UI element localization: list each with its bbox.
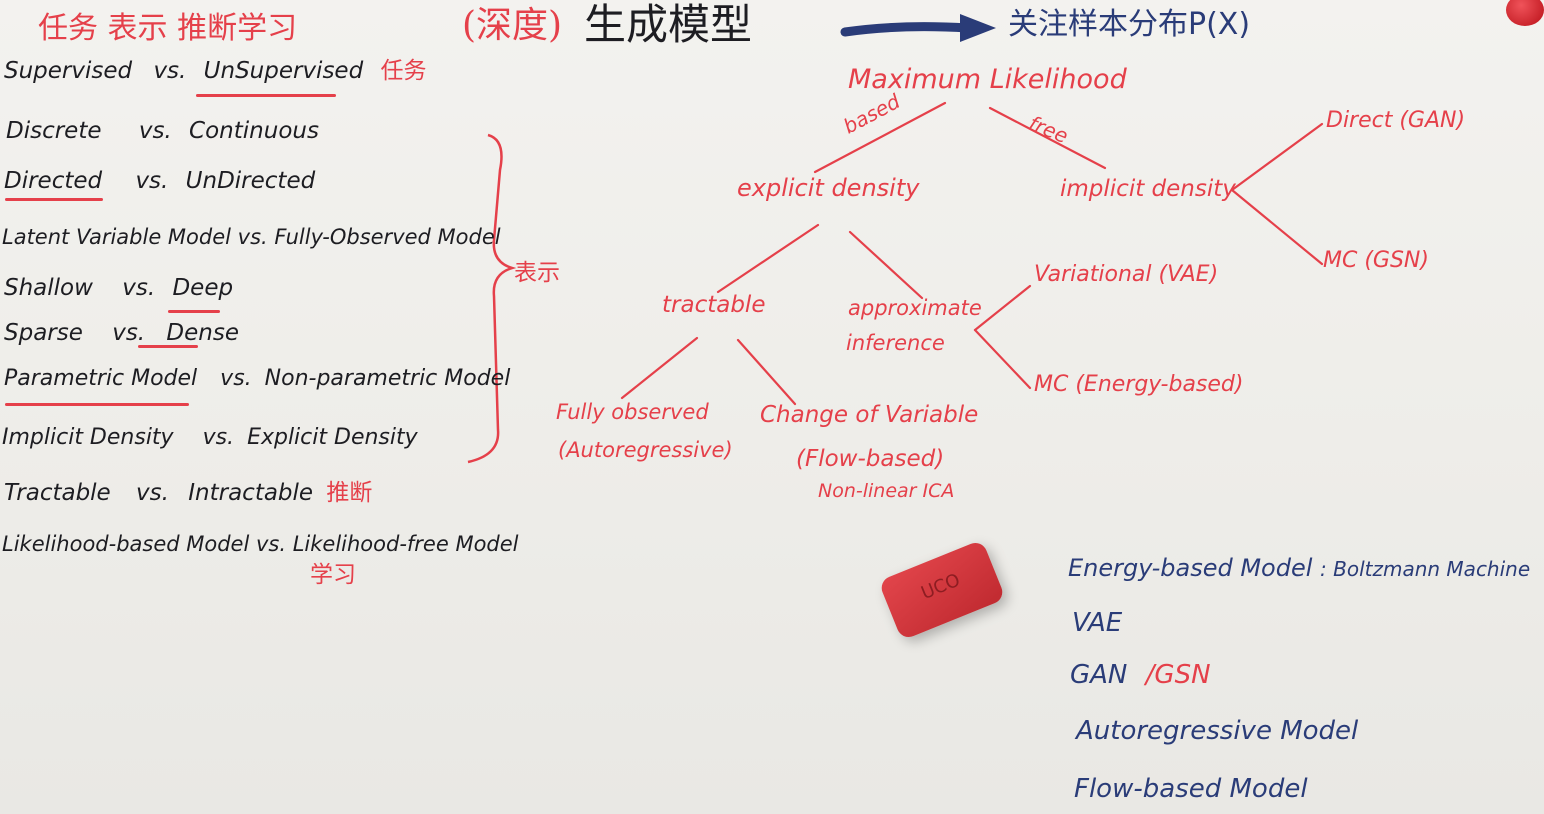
- model-vae: VAE: [1072, 608, 1123, 638]
- node-explicit: explicit density: [737, 174, 920, 202]
- parametric-text: Parametric Model: [4, 366, 198, 391]
- model-flow: Flow-based Model: [1074, 774, 1308, 804]
- tag-learning: 学习: [310, 562, 356, 588]
- header-left-title: 任务 表示 推断学习: [38, 11, 298, 46]
- vs-text: vs.: [136, 480, 169, 506]
- vs-text: vs.: [202, 425, 235, 450]
- shallow-text: Shallow: [4, 275, 93, 301]
- intractable-text: Intractable: [188, 480, 314, 506]
- underline: [5, 198, 103, 201]
- header-focus: 关注样本分布P(X): [1008, 7, 1251, 42]
- model-energy: Energy-based Model : Boltzmann Machine: [1068, 556, 1530, 580]
- underline: [138, 345, 198, 348]
- row-discrete: Discrete vs. Continuous: [6, 120, 319, 143]
- node-tractable: tractable: [662, 292, 766, 318]
- row-latent: Latent Variable Model vs. Fully-Observed…: [2, 225, 501, 249]
- energy-text: Energy-based Model: [1068, 554, 1313, 582]
- eraser-label: UCO: [918, 569, 964, 604]
- boltzmann-text: : Boltzmann Machine: [1320, 557, 1531, 581]
- row-parametric: Parametric Model vs. Non-parametric Mode…: [4, 368, 510, 390]
- unsupervised-text: UnSupervised: [203, 58, 364, 84]
- vs-text: vs.: [220, 366, 252, 391]
- supervised-text: Supervised: [4, 58, 133, 84]
- nonparametric-text: Non-parametric Model: [264, 366, 511, 391]
- node-nonlinear-ica: Non-linear ICA: [818, 480, 955, 502]
- undirected-text: UnDirected: [185, 168, 316, 194]
- node-inference: inference: [846, 331, 945, 355]
- tag-inference: 推断: [326, 480, 373, 506]
- vs-text: vs.: [135, 168, 169, 194]
- row-sparse: Sparse vs. Dense: [4, 322, 239, 345]
- row-tractable: Tractable vs. Intractable 推断: [4, 482, 372, 505]
- dense-text: Dense: [166, 320, 239, 346]
- node-autoregressive: (Autoregressive): [558, 438, 733, 462]
- header-prefix: (深度): [462, 5, 563, 46]
- tractable-text: Tractable: [4, 480, 111, 506]
- vs-text: vs.: [138, 118, 172, 144]
- node-implicit: implicit density: [1060, 176, 1236, 202]
- node-change-variable: Change of Variable: [760, 402, 979, 428]
- implicit-text: Implicit Density: [2, 425, 174, 450]
- row-directed: Directed vs. UnDirected: [4, 170, 315, 193]
- node-mc-energy: MC (Energy-based): [1034, 372, 1244, 397]
- vs-text: vs.: [153, 58, 187, 84]
- row-shallow: Shallow vs. Deep: [4, 277, 233, 300]
- brace-label: 表示: [514, 260, 560, 286]
- model-gan: GAN /GSN: [1070, 662, 1211, 688]
- underline: [5, 403, 189, 406]
- tag-task: 任务: [380, 58, 427, 84]
- directed-text: Directed: [4, 168, 103, 194]
- underline: [196, 94, 336, 97]
- node-direct-gan: Direct (GAN): [1326, 108, 1466, 133]
- discrete-text: Discrete: [6, 118, 102, 144]
- node-flow-based: (Flow-based): [796, 446, 945, 472]
- model-autoregressive: Autoregressive Model: [1076, 716, 1359, 746]
- vs-text: vs.: [112, 320, 146, 346]
- node-approximate: approximate: [848, 296, 982, 320]
- node-fully-observed: Fully observed: [556, 400, 709, 424]
- sparse-text: Sparse: [4, 320, 83, 346]
- header-title: 生成模型: [584, 0, 753, 49]
- row-supervised: Supervised vs. UnSupervised 任务: [4, 60, 427, 83]
- continuous-text: Continuous: [189, 118, 319, 144]
- magnet: [1506, 0, 1544, 26]
- row-likelihood: Likelihood-based Model vs. Likelihood-fr…: [2, 532, 519, 556]
- gsn-text: /GSN: [1145, 660, 1211, 690]
- gan-text: GAN: [1070, 660, 1128, 690]
- node-mc-gsn: MC (GSN): [1323, 248, 1429, 273]
- explicit-text: Explicit Density: [247, 425, 418, 450]
- node-variational: Variational (VAE): [1034, 262, 1219, 287]
- vs-text: vs.: [122, 275, 156, 301]
- underline: [168, 310, 220, 313]
- deep-text: Deep: [172, 275, 234, 301]
- row-implicit: Implicit Density vs. Explicit Density: [2, 427, 418, 449]
- tree-root: Maximum Likelihood: [848, 64, 1127, 95]
